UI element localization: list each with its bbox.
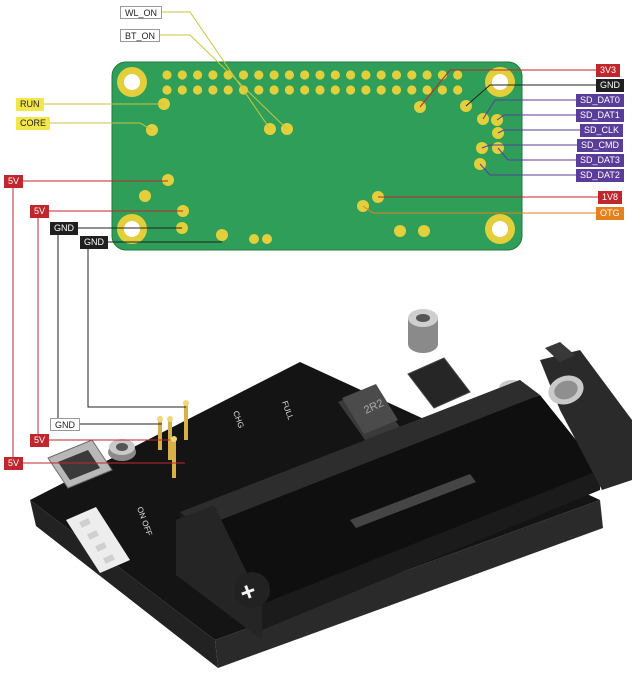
leader-lines	[12, 11, 598, 464]
gpio-pad	[269, 85, 279, 95]
pad-misc-5	[418, 225, 430, 237]
gpio-pad	[300, 70, 310, 80]
standoff-left	[108, 439, 136, 461]
standoff-top	[408, 309, 438, 353]
gpio-pad	[223, 70, 233, 80]
usb-c-port	[47, 439, 113, 489]
line-sd-clk	[497, 129, 580, 134]
label-ups-5v-a: 5V	[30, 434, 50, 447]
gpio-pad	[453, 85, 463, 95]
pad-misc-3	[262, 234, 272, 244]
battery-holder: +	[176, 342, 632, 640]
controller-chip	[407, 357, 471, 409]
gpio-pad	[269, 70, 279, 80]
gpio-pad	[208, 85, 218, 95]
gpio-pad	[391, 70, 402, 80]
gpio-pad	[223, 85, 233, 95]
label-wl-on: WL_ON	[120, 6, 163, 19]
gpio-pad	[193, 70, 203, 80]
mounting-hole-top-right	[485, 67, 515, 97]
pad-misc	[139, 190, 151, 202]
label-sd-clk: SD_CLK	[580, 124, 624, 137]
gpio-pad	[300, 85, 310, 95]
line-3v3	[419, 69, 596, 108]
gpio-pad	[254, 70, 264, 80]
gpio-pad	[376, 70, 386, 80]
mounting-hole-bottom-left	[117, 214, 147, 244]
line-sd-dat1	[496, 114, 576, 121]
label-gnd-b: GND	[80, 236, 108, 249]
gpio-pad	[315, 70, 325, 80]
gpio-pad	[284, 85, 294, 95]
mounting-hole-bottom-right	[485, 214, 515, 244]
gpio-pad	[346, 85, 356, 95]
gpio-pad	[330, 70, 340, 80]
gpio-pad	[422, 70, 432, 80]
pad-gnd-b	[216, 229, 228, 241]
label-sd-dat3: SD_DAT3	[576, 154, 624, 167]
pogo-pins	[157, 400, 189, 478]
gpio-pad	[422, 85, 432, 95]
label-sd-dat1: SD_DAT1	[576, 109, 624, 122]
mounting-hole-top-left	[117, 67, 147, 97]
gpio-pad	[376, 85, 386, 95]
gpio-pad	[361, 70, 371, 80]
gpio-pad	[284, 70, 294, 80]
label-ups-5v-b: 5V	[4, 457, 24, 470]
line-gnd-right	[465, 84, 596, 107]
gpio-pad	[193, 85, 203, 95]
gpio-pad	[453, 70, 463, 80]
pad-misc-2	[249, 234, 259, 244]
gpio-pad	[315, 85, 325, 95]
label-5v-b: 5V	[30, 205, 50, 218]
pad-5v-a	[162, 174, 174, 186]
line-sd-dat0	[482, 99, 576, 120]
line-bt-on	[158, 34, 288, 130]
label-sd-cmd: SD_CMD	[577, 139, 624, 152]
gpio-pad	[208, 70, 218, 80]
battery-level-leds	[66, 507, 130, 573]
gpio-pad	[177, 85, 187, 95]
label-run: RUN	[16, 98, 44, 111]
gpio-pad	[254, 85, 264, 95]
label-bt-on: BT_ON	[120, 29, 161, 42]
line-sd-cmd	[481, 144, 577, 149]
line-gnd-b-down	[87, 249, 186, 408]
line-sd-dat2	[479, 163, 576, 176]
gpio-pad	[162, 85, 172, 95]
gpio-pad	[162, 70, 172, 80]
label-sd-dat2: SD_DAT2	[576, 169, 624, 182]
line-core	[47, 122, 153, 131]
gpio-pad	[407, 70, 417, 80]
gpio-pad	[238, 70, 249, 80]
label-ups-gnd: GND	[50, 418, 80, 431]
ups-board: 2R2 FULL CHG ON OFF +	[30, 309, 632, 668]
label-sd-dat0: SD_DAT0	[576, 94, 624, 107]
label-5v-a: 5V	[4, 175, 24, 188]
gpio-pad	[407, 85, 417, 95]
label-gnd-right: GND	[596, 79, 624, 92]
label-3v3: 3V3	[596, 64, 621, 77]
line-wl-on	[158, 11, 271, 130]
label-core: CORE	[16, 117, 51, 130]
pad-misc-4	[394, 225, 406, 237]
line-otg	[362, 205, 596, 214]
gpio-pad	[346, 70, 356, 80]
gpio-pad	[437, 85, 447, 95]
label-1v8: 1V8	[598, 191, 623, 204]
gpio-header-pads	[162, 70, 463, 95]
label-otg: OTG	[596, 207, 624, 220]
gpio-pad	[330, 85, 340, 95]
line-gnd-a-down	[57, 235, 162, 425]
gpio-pad	[177, 70, 187, 80]
gpio-pad	[361, 85, 371, 95]
gpio-pad	[391, 85, 402, 95]
inductor: 2R2	[338, 384, 402, 444]
label-gnd-a: GND	[50, 222, 78, 235]
line-sd-dat3	[497, 147, 576, 161]
pi-zero-board	[111, 61, 523, 251]
